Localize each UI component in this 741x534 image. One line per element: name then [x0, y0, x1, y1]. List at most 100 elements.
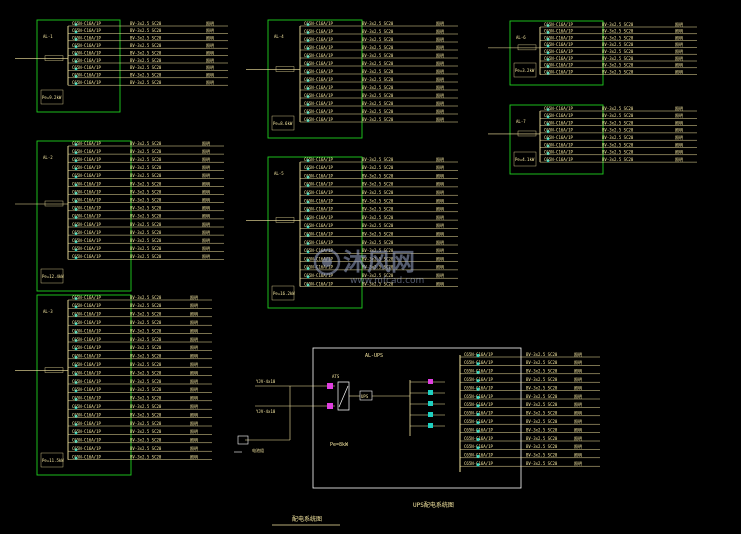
circuit-load-label: 照明: [190, 446, 198, 451]
circuit-load-label: 照明: [206, 80, 214, 85]
circuit-load-label: 照明: [206, 58, 214, 63]
circuit-cable-label: BV-3x2.5 SC20: [602, 63, 634, 68]
circuit-cable-label: BV-3x2.5 SC20: [526, 377, 558, 382]
panel-border: [36, 294, 132, 476]
circuit-cable-label: BV-3x2.5 SC20: [362, 273, 394, 278]
circuit-breaker-label: C65N-C16A/1P: [304, 273, 333, 278]
circuit-load-label: 照明: [202, 149, 210, 154]
circuit-cable-label: BV-3x2.5 SC20: [130, 320, 162, 325]
breaker-icon: [74, 175, 78, 179]
breaker-icon: [476, 379, 480, 383]
breaker-icon: [74, 30, 78, 34]
circuit-cable-label: BV-3x2.5 SC20: [130, 370, 162, 375]
circuit-load-label: 照明: [436, 85, 444, 90]
circuit-breaker-label: C65N-C16A/1P: [464, 360, 493, 365]
breaker-icon: [306, 275, 310, 279]
circuit-cable-label: BV-3x2.5 SC20: [362, 21, 394, 26]
circuit-load-label: 照明: [574, 369, 582, 374]
breaker-icon: [546, 51, 550, 55]
circuit-breaker-label: C65N-C16A/1P: [304, 77, 333, 82]
breaker-icon: [476, 387, 480, 391]
ups-cabinet-border: [312, 347, 522, 489]
breaker-icon: [74, 143, 78, 146]
circuit-cable-label: BV-3x2.5 SC20: [130, 36, 162, 41]
circuit-cable-label: BV-3x2.5 SC20: [130, 387, 162, 392]
circuit-cable-label: BV-3x2.5 SC20: [130, 65, 162, 70]
circuit-breaker-label: C65N-C16A/1P: [72, 149, 101, 154]
breaker-icon: [306, 159, 310, 162]
circuit-breaker-label: C65N-C16A/1P: [72, 454, 101, 459]
ups-sub-feeder: [410, 390, 445, 395]
circuit-cable-label: BV-3x2.5 SC20: [362, 190, 394, 195]
breaker-icon: [306, 103, 310, 106]
circuit-breaker-label: C65N-C16A/1P: [72, 429, 101, 434]
circuit-cable-label: BV-3x2.5 SC20: [526, 444, 558, 449]
ups-sub-feeder: [410, 423, 445, 428]
breaker-icon: [74, 167, 78, 171]
breaker-icon: [306, 39, 310, 42]
circuit-load-label: 照明: [190, 370, 198, 375]
breaker-icon: [74, 224, 78, 227]
circuit-cable-label: BV-3x2.5 SC20: [362, 165, 394, 170]
footer-caption: 配电系统图: [292, 515, 322, 523]
breaker-icon: [306, 250, 310, 254]
circuit-breaker-label: C65N-C16A/1P: [72, 230, 101, 235]
circuit-cable-label: BV-3x2.5 SC20: [130, 165, 162, 170]
breaker-icon: [546, 108, 550, 111]
circuit-load-label: 照明: [436, 207, 444, 212]
circuit-cable-label: BV-3x2.5 SC20: [362, 109, 394, 114]
ups-sub-feeder: [410, 412, 445, 417]
circuit-load-label: 照明: [190, 421, 198, 426]
circuit-load-label: 照明: [190, 362, 198, 367]
panel-name: AL-2: [43, 155, 53, 160]
circuit-load-label: 照明: [675, 135, 683, 140]
breaker-icon: [74, 439, 78, 443]
breaker-icon: [74, 23, 78, 26]
circuit-breaker-label: C65N-C16A/1P: [544, 142, 573, 147]
circuit-breaker-label: C65N-C16A/1P: [304, 69, 333, 74]
circuit-cable-label: BV-3x2.5 SC20: [362, 53, 394, 58]
breaker-icon: [74, 74, 78, 78]
breaker-icon: [74, 456, 78, 460]
circuit-load-label: 照明: [436, 69, 444, 74]
circuit-load-label: 照明: [675, 69, 683, 74]
circuit-cable-label: BV-3x2.5 SC20: [130, 246, 162, 251]
breaker-icon: [306, 71, 310, 74]
circuit-breaker-label: C65N-C16A/1P: [72, 189, 101, 194]
panel-name: AL-4: [274, 34, 284, 39]
circuit-cable-label: BV-3x2.5 SC20: [602, 42, 634, 47]
circuit-load-label: 照明: [574, 427, 582, 432]
circuit-load-label: 照明: [675, 29, 683, 34]
ups-panel-name: AL-UPS: [365, 353, 383, 359]
circuit-breaker-label: C65N-C16A/1P: [544, 49, 573, 54]
circuit-load-label: 照明: [202, 238, 210, 243]
circuit-load-label: 照明: [675, 113, 683, 118]
circuit-load-label: 照明: [206, 65, 214, 70]
panel-name: AL-1: [43, 34, 53, 39]
breaker-icon: [74, 52, 78, 56]
circuit-breaker-label: C65N-C16A/1P: [464, 402, 493, 407]
circuit-breaker-label: C65N-C16A/1P: [304, 109, 333, 114]
breaker-icon: [74, 240, 78, 244]
breaker-icon: [74, 364, 78, 368]
breaker-icon: [74, 339, 78, 342]
circuit-breaker-label: C65N-C16A/1P: [72, 36, 101, 41]
